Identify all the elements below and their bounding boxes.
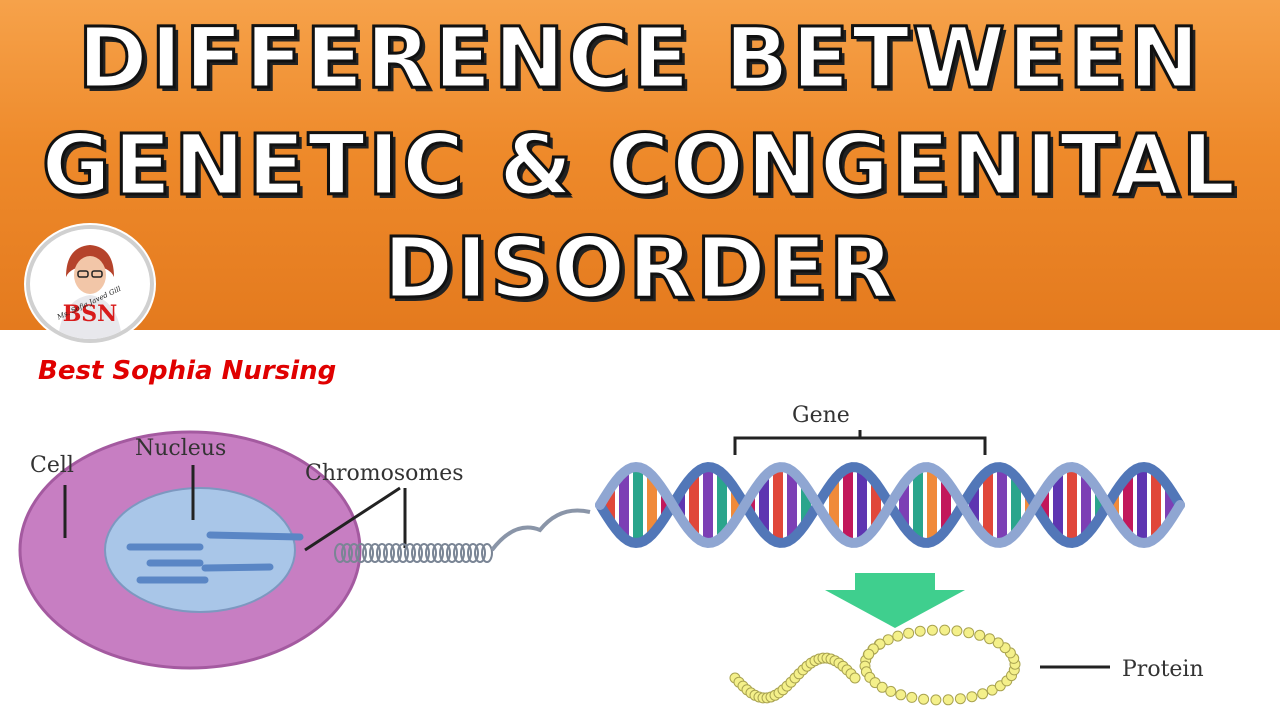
label-nucleus: Nucleus: [135, 436, 226, 461]
base-pair: [899, 483, 909, 527]
base-pair: [731, 490, 741, 520]
title-line-1: DIFFERENCE BETWEEN: [76, 8, 1203, 109]
base-pair: [969, 486, 979, 524]
gene-diagram: Cell Nucleus Chromosomes Gene Protein: [18, 403, 1204, 706]
label-cell: Cell: [30, 453, 74, 478]
protein-bead: [974, 629, 986, 641]
label-gene: Gene: [792, 403, 850, 428]
base-pair: [1011, 477, 1021, 533]
base-pair: [983, 471, 993, 539]
base-pair: [1039, 490, 1049, 520]
logo-text: BSN: [63, 301, 118, 327]
chromatin-strands: [126, 531, 304, 584]
base-pair: [871, 483, 881, 527]
base-pair: [773, 467, 783, 543]
protein-bead: [906, 691, 918, 703]
base-pair: [857, 469, 867, 541]
base-pair: [689, 474, 699, 536]
label-chromosomes: Chromosomes: [305, 461, 464, 486]
base-pair: [1095, 492, 1105, 518]
base-pair: [661, 494, 671, 516]
channel-name: Best Sophia Nursing: [38, 356, 337, 386]
base-pair: [675, 492, 685, 518]
base-pair: [633, 467, 643, 543]
base-pair: [703, 467, 713, 543]
base-pair: [759, 477, 769, 533]
protein-bead: [930, 694, 942, 706]
base-pair: [1123, 475, 1133, 535]
protein-bead: [984, 633, 996, 645]
protein-bead: [863, 648, 875, 660]
dna-uncoil: [490, 508, 591, 552]
protein-bead: [951, 625, 963, 637]
base-pair: [941, 480, 951, 530]
title-line-2: GENETIC & CONGENITAL: [40, 115, 1239, 216]
down-arrow-icon: [825, 573, 965, 628]
protein-bead: [918, 693, 930, 705]
base-pair: [913, 469, 923, 541]
protein-bead: [954, 693, 966, 705]
base-pair: [605, 489, 615, 521]
base-pair: [1151, 472, 1161, 538]
protein-bead: [942, 694, 954, 706]
base-pair: [829, 480, 839, 530]
title-banner: DIFFERENCE BETWEEN GENETIC & CONGENITAL …: [0, 0, 1280, 330]
channel-avatar-logo: BSN Ms. Sofia Javed Gill: [26, 225, 154, 343]
protein-bead: [977, 688, 989, 700]
protein-bead: [992, 637, 1004, 649]
chromosomes-pointer-1: [304, 486, 401, 552]
protein-bead: [849, 672, 861, 684]
protein-bead: [926, 624, 938, 636]
protein-bead: [903, 627, 915, 639]
base-pair: [843, 468, 853, 542]
base-pair: [1165, 489, 1175, 521]
base-pair: [927, 468, 937, 542]
base-pair: [717, 473, 727, 537]
protein-bead: [885, 685, 897, 697]
protein-bead: [914, 625, 926, 637]
base-pair: [1067, 467, 1077, 543]
protein-chain: [729, 624, 1021, 706]
base-pair: [1053, 473, 1063, 537]
base-pair: [1081, 474, 1091, 536]
protein-bead: [895, 689, 907, 701]
base-pair: [647, 475, 657, 535]
protein-bead: [966, 691, 978, 703]
base-pair: [1137, 467, 1147, 543]
protein-bead: [892, 630, 904, 642]
protein-bead: [939, 624, 951, 636]
title-line-3: DISORDER: [382, 218, 897, 319]
dna-base-pairs: [605, 467, 1175, 543]
label-protein: Protein: [1122, 657, 1204, 682]
base-pair: [801, 486, 811, 524]
base-pair: [619, 472, 629, 538]
dna-strand-b: [595, 461, 1185, 549]
base-pair: [997, 467, 1007, 543]
chromosome-coil: [334, 543, 493, 563]
protein-bead: [963, 627, 975, 639]
base-pair: [1109, 494, 1119, 516]
gene-bracket: [733, 436, 987, 455]
base-pair: [787, 471, 797, 539]
